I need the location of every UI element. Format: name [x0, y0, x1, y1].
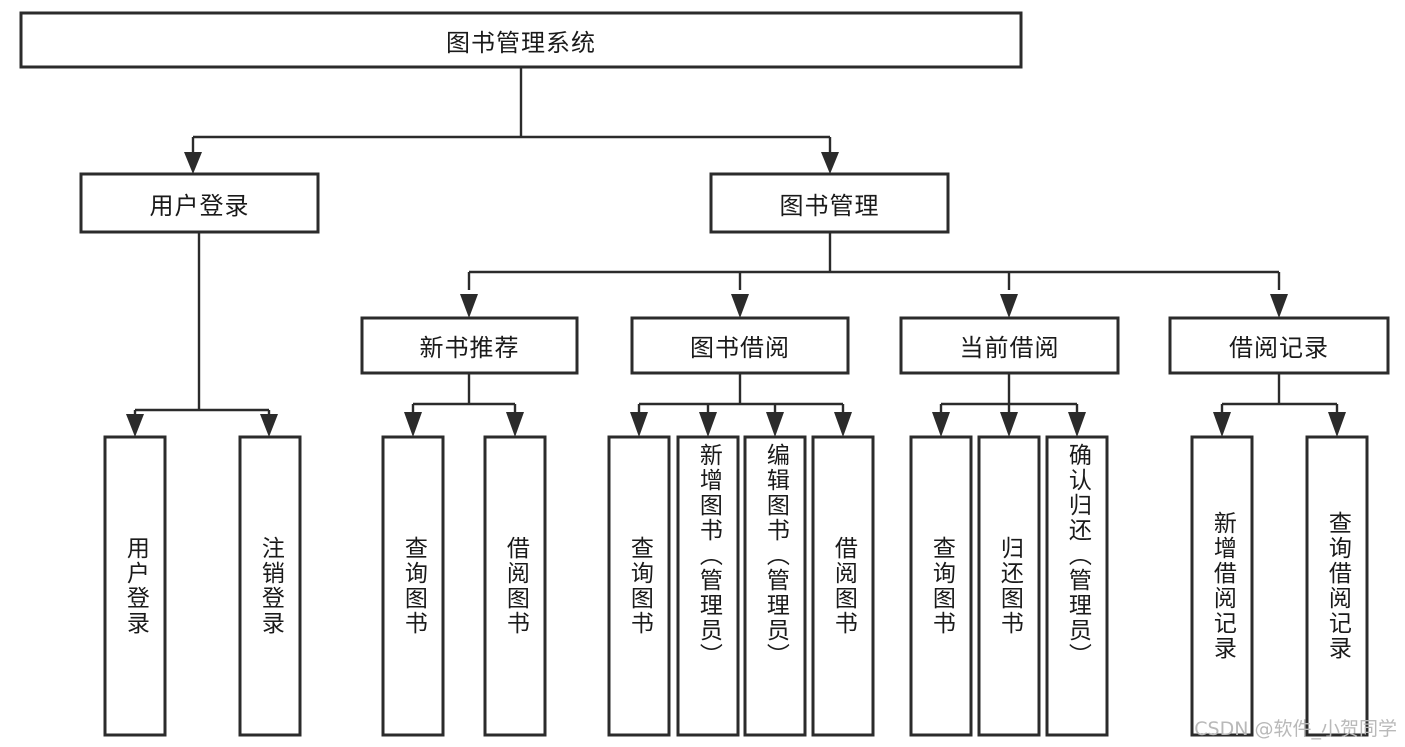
arrow-icon-current-borrow: [1000, 294, 1018, 318]
node-box-group: [19, 11, 1390, 737]
node-box-leaf-bb-query-book[interactable]: [607, 435, 671, 737]
arrow-icon-br-query-record: [1328, 412, 1346, 437]
arrow-icon-leaf-logout: [260, 414, 278, 437]
node-box-leaf-cb-return-book[interactable]: [977, 435, 1041, 737]
arrow-icon-cb-query-book: [932, 412, 950, 437]
node-box-leaf-logout[interactable]: [238, 435, 302, 737]
arrow-icon-book-manage: [821, 152, 839, 174]
arrow-icon-bb-add-book: [699, 412, 717, 437]
arrow-icon-book-borrow: [731, 294, 749, 318]
arrow-icon-cb-return-book: [1000, 412, 1018, 437]
arrow-icon-user-login: [184, 152, 202, 174]
arrow-icon-bb-query-book: [630, 412, 648, 437]
arrow-icon-cb-confirm-return: [1068, 412, 1086, 437]
node-box-book-borrow[interactable]: [630, 316, 850, 375]
node-box-leaf-bb-edit-book[interactable]: [743, 435, 807, 737]
node-box-current-borrow[interactable]: [899, 316, 1120, 375]
arrow-icon-bb-edit-book: [766, 412, 784, 437]
node-box-leaf-nb-query-book[interactable]: [381, 435, 445, 737]
arrow-icon-leaf-user-login: [126, 414, 144, 437]
node-box-leaf-user-login[interactable]: [103, 435, 167, 737]
node-box-leaf-nb-borrow-book[interactable]: [483, 435, 547, 737]
arrow-icon-new-book: [460, 294, 478, 318]
node-box-root[interactable]: [19, 11, 1023, 69]
arrow-icon-br-add-record: [1213, 412, 1231, 437]
node-box-borrow-record[interactable]: [1168, 316, 1390, 375]
arrow-icon-borrow-record: [1270, 294, 1288, 318]
node-box-new-book-recommend[interactable]: [360, 316, 579, 375]
arrow-icon-bb-borrow-book: [834, 412, 852, 437]
node-box-leaf-cb-confirm-return[interactable]: [1045, 435, 1109, 737]
node-box-leaf-br-add-record[interactable]: [1190, 435, 1254, 737]
node-box-leaf-cb-query-book[interactable]: [909, 435, 973, 737]
connector-group: [126, 67, 1346, 437]
node-box-leaf-bb-borrow-book[interactable]: [811, 435, 875, 737]
node-box-leaf-bb-add-book[interactable]: [676, 435, 740, 737]
arrow-icon-nb-query-book: [404, 412, 422, 437]
node-box-book-manage[interactable]: [709, 172, 950, 234]
node-box-leaf-br-query-record[interactable]: [1305, 435, 1369, 737]
arrow-icon-nb-borrow-book: [506, 412, 524, 437]
node-box-user-login[interactable]: [79, 172, 320, 234]
